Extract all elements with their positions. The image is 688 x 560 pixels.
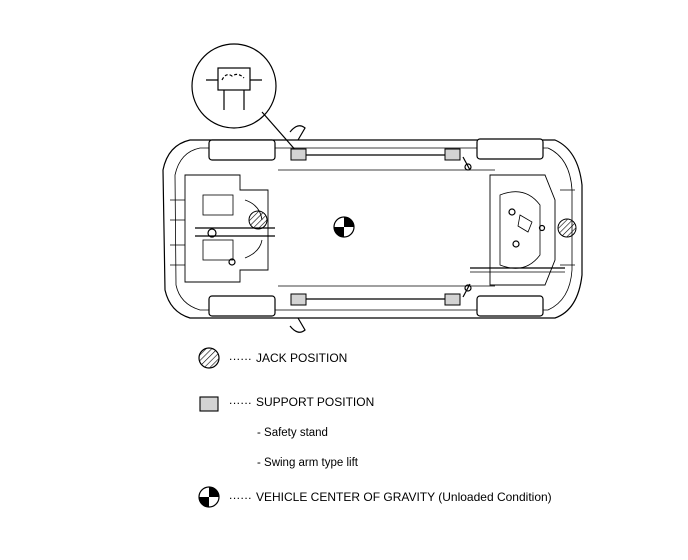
legend-jack-label: JACK POSITION	[256, 351, 348, 365]
center-of-gravity-icon	[198, 486, 220, 508]
legend-support-label: SUPPORT POSITION	[256, 395, 375, 409]
support-point-front-right	[290, 293, 307, 306]
support-points	[290, 148, 461, 306]
legend-jack-dots: ......	[229, 349, 253, 363]
jack-point-front	[248, 210, 268, 230]
legend-gravity-dots: ......	[229, 488, 253, 502]
legend-support-dots: ......	[229, 393, 253, 407]
legend-support-sub-safety-stand: - Safety stand	[257, 427, 328, 439]
support-point-front-left	[290, 148, 307, 161]
support-position-square-icon	[199, 396, 219, 412]
center-of-gravity-marker	[333, 216, 355, 238]
legend-gravity-label: VEHICLE CENTER OF GRAVITY (Unloaded Cond…	[256, 490, 552, 504]
jack-position-hatched-circle-icon	[198, 347, 220, 369]
support-point-rear-left	[444, 148, 461, 161]
jack-point-rear	[557, 218, 577, 238]
jack-points	[248, 210, 577, 238]
vehicle-body-outline	[162, 125, 583, 333]
support-detail-callout	[191, 43, 299, 154]
legend-support-sub-swing-arm-lift: - Swing arm type lift	[257, 457, 358, 469]
support-point-rear-right	[444, 293, 461, 306]
